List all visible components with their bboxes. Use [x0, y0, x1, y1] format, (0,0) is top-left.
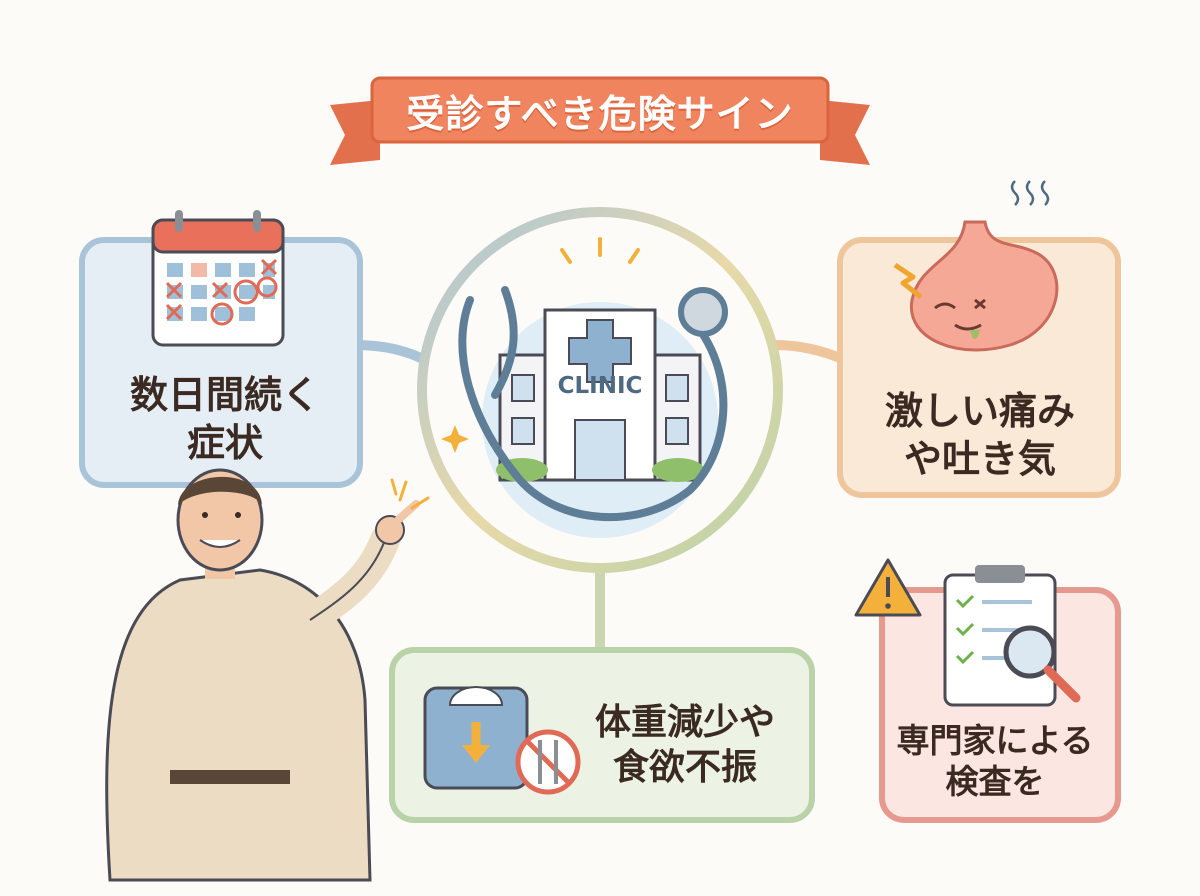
stethoscope-icon [458, 286, 728, 522]
magnifier-icon [1003, 625, 1081, 703]
label-exam-line1: 専門家による [896, 721, 1094, 760]
title-ribbon [330, 76, 870, 165]
page-title: 受診すべき危険サイン [406, 91, 794, 136]
card-pain [837, 180, 1121, 498]
clinic-building-icon [496, 308, 704, 482]
label-pain-line2: や吐き気 [903, 436, 1056, 481]
card-weight [389, 647, 815, 823]
label-weight-line1: 体重減少や [594, 702, 775, 743]
label-exam: 専門家による 検査を [880, 720, 1110, 803]
label-days-line2: 症状 [186, 420, 263, 465]
label-pain-line1: 激しい痛み [884, 389, 1075, 433]
card-exam [854, 558, 1121, 823]
label-days: 数日間続く 症状 [95, 372, 355, 467]
stomach-icon [893, 180, 1059, 352]
label-days-line1: 数日間続く [129, 373, 320, 417]
label-weight-line2: 食欲不振 [612, 747, 757, 788]
presenter-illustration [105, 468, 430, 882]
label-pain: 激しい痛み や吐き気 [850, 388, 1110, 483]
no-food-icon [515, 729, 581, 795]
connector-right [770, 340, 850, 365]
warning-icon [854, 558, 922, 617]
clinic-sign: CLINIC [557, 373, 643, 399]
calendar-icon [151, 210, 285, 347]
connector-left [350, 340, 430, 365]
card-days [79, 210, 363, 488]
center-hub [417, 207, 783, 573]
weight-scale-icon [423, 686, 529, 790]
label-exam-line2: 検査を [945, 762, 1045, 802]
label-weight: 体重減少や 食欲不振 [560, 700, 810, 790]
